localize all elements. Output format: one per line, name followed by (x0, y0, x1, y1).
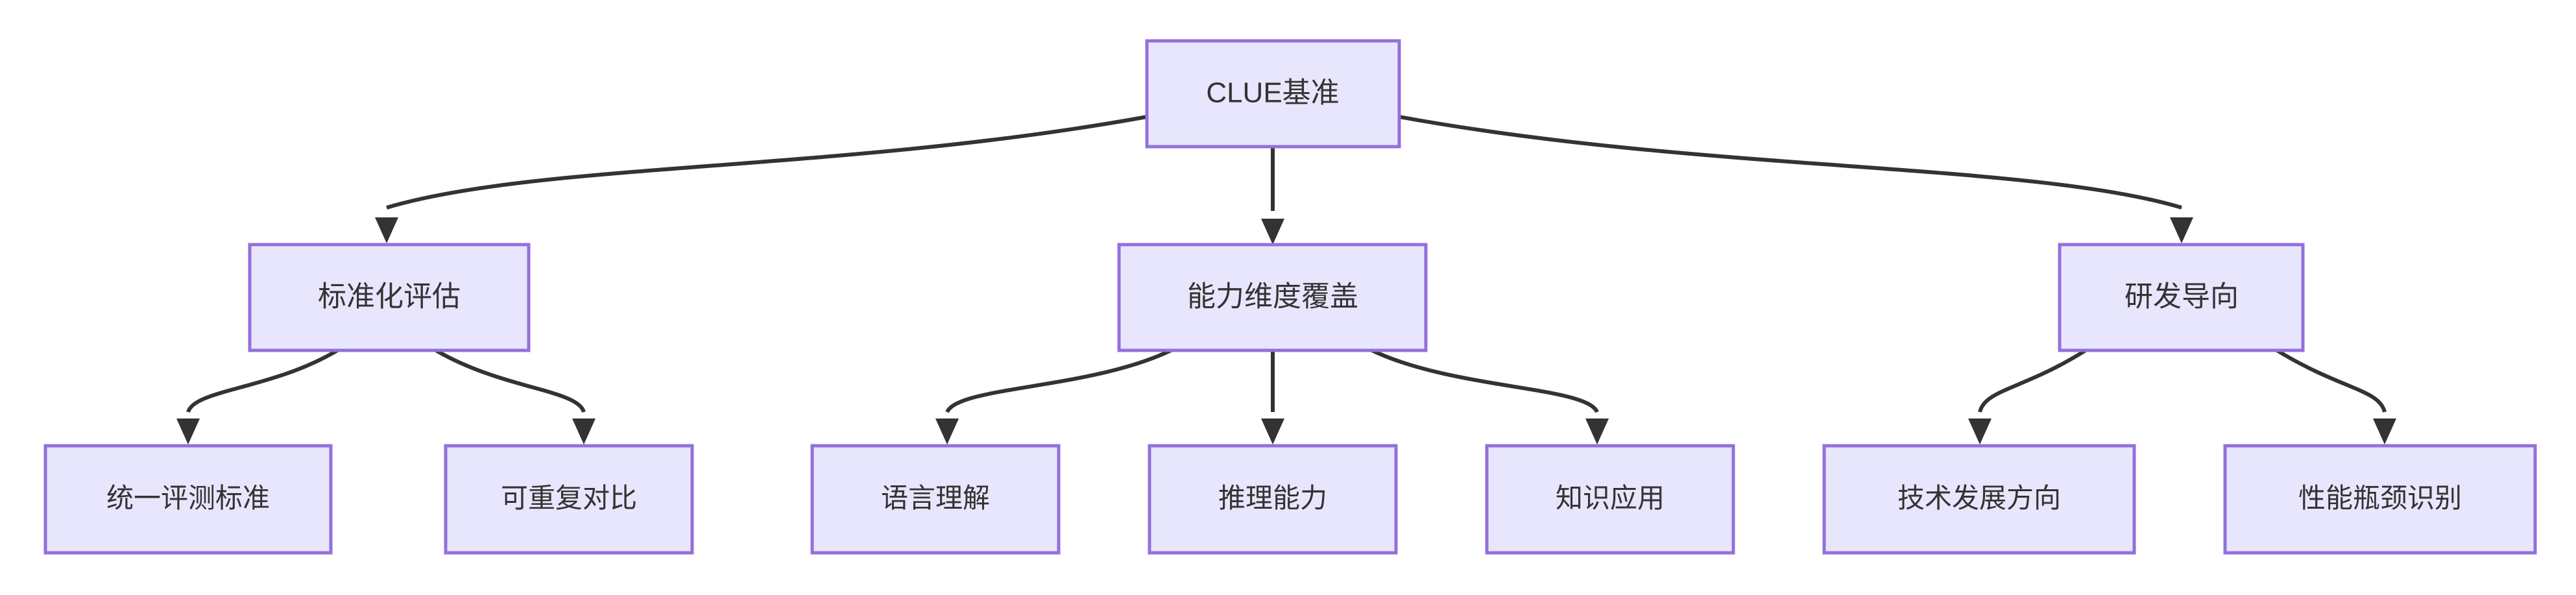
edge-root-to-branch-1 (375, 115, 1148, 243)
node-branch-3[interactable]: 研发导向 (2058, 243, 2305, 352)
arrowhead-icon (2170, 217, 2193, 243)
node-box[interactable] (1148, 444, 1398, 555)
arrowhead-icon (2373, 419, 2396, 444)
edge-path (435, 348, 586, 413)
node-leaf-3-1[interactable]: 技术发展方向 (1822, 444, 2136, 555)
node-label: 标准化评估 (318, 281, 461, 313)
node-label: 知识应用 (1556, 483, 1665, 513)
node-box[interactable] (2223, 444, 2537, 555)
node-box[interactable] (810, 444, 1061, 555)
node-box[interactable] (1485, 444, 1735, 555)
edge-root-to-branch-3 (1399, 115, 2193, 243)
edge-root-to-branch-2 (1261, 147, 1284, 245)
arrowhead-icon (572, 419, 596, 444)
edge-branch-1-to-leaf-1-1 (176, 348, 339, 444)
edge-branch-3-to-leaf-3-2 (2276, 348, 2396, 444)
edge-branch-1-to-leaf-1-2 (435, 348, 596, 444)
node-branch-1[interactable]: 标准化评估 (248, 243, 531, 352)
arrowhead-icon (375, 217, 398, 243)
edge-path (186, 348, 339, 413)
edge-path (386, 115, 1148, 210)
node-box[interactable] (1822, 444, 2136, 555)
edge-path (945, 348, 1172, 413)
node-leaf-1-2[interactable]: 可重复对比 (444, 444, 694, 555)
node-label: 可重复对比 (501, 483, 637, 513)
edge-path (2276, 348, 2387, 413)
edge-branch-2-to-leaf-2-3 (1371, 348, 1609, 444)
node-label: 推理能力 (1218, 483, 1327, 513)
node-leaf-3-2[interactable]: 性能瓶颈识别 (2223, 444, 2537, 555)
node-box[interactable] (43, 444, 333, 555)
node-label: 研发导向 (2125, 281, 2239, 313)
node-leaf-1-1[interactable]: 统一评测标准 (43, 444, 333, 555)
arrowhead-icon (1261, 419, 1284, 444)
node-box[interactable] (444, 444, 694, 555)
edge-path (1399, 115, 2182, 210)
node-label: 语言理解 (881, 483, 990, 513)
node-label: 统一评测标准 (106, 483, 270, 513)
node-label: CLUE基准 (1206, 77, 1339, 109)
node-leaf-2-3[interactable]: 知识应用 (1485, 444, 1735, 555)
node-root[interactable]: CLUE基准 (1145, 39, 1401, 149)
node-leaf-2-2[interactable]: 推理能力 (1148, 444, 1398, 555)
edge-path (1978, 348, 2087, 413)
arrowhead-icon (1968, 419, 1992, 444)
edge-path (1371, 348, 1599, 413)
arrowhead-icon (935, 419, 959, 444)
node-box[interactable] (1117, 243, 1428, 352)
arrowhead-icon (176, 419, 200, 444)
node-leaf-2-1[interactable]: 语言理解 (810, 444, 1061, 555)
node-box[interactable] (2058, 243, 2305, 352)
node-label: 技术发展方向 (1897, 483, 2061, 513)
arrowhead-icon (1261, 219, 1284, 245)
node-box[interactable] (248, 243, 531, 352)
node-box[interactable] (1145, 39, 1401, 149)
edge-branch-2-to-leaf-2-2 (1261, 350, 1284, 444)
arrowhead-icon (1585, 419, 1609, 444)
node-label: 性能瓶颈识别 (2298, 483, 2462, 513)
edge-branch-3-to-leaf-3-1 (1968, 348, 2087, 444)
edge-branch-2-to-leaf-2-1 (935, 348, 1172, 444)
node-label: 能力维度覆盖 (1187, 281, 1358, 313)
node-branch-2[interactable]: 能力维度覆盖 (1117, 243, 1428, 352)
